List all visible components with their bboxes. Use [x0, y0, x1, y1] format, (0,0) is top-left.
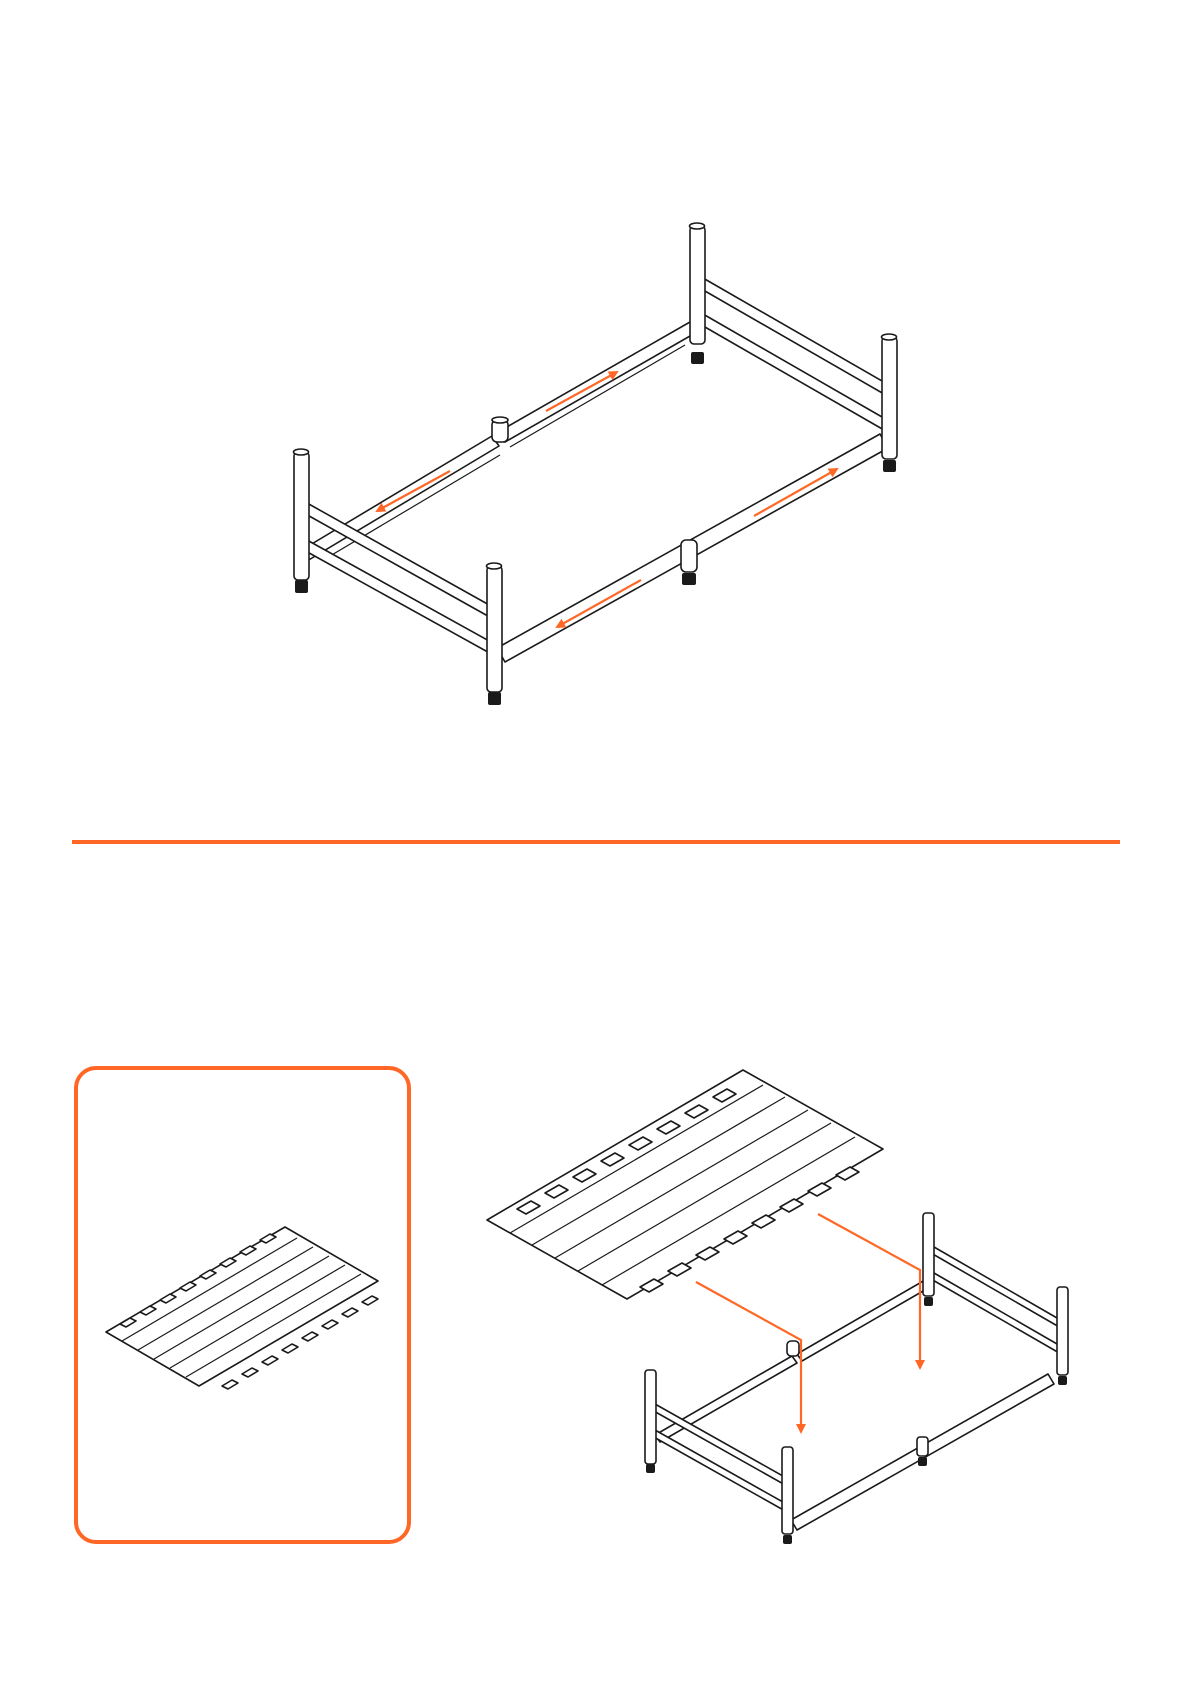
post-back-right: [690, 223, 706, 364]
post-front-right: [882, 334, 898, 472]
inset-slat-base: [106, 1227, 378, 1389]
middle-connector-front: [681, 540, 697, 585]
post-back-left: [294, 449, 310, 593]
right-end-rails: [698, 278, 889, 430]
left-end-rails: [302, 503, 500, 656]
step2-bed-frame: [645, 1213, 1068, 1544]
middle-connector-back: [492, 417, 508, 442]
post-front-left: [487, 563, 503, 705]
step2-slat-base: [487, 1070, 883, 1299]
step1-bed-frame: [294, 223, 898, 705]
